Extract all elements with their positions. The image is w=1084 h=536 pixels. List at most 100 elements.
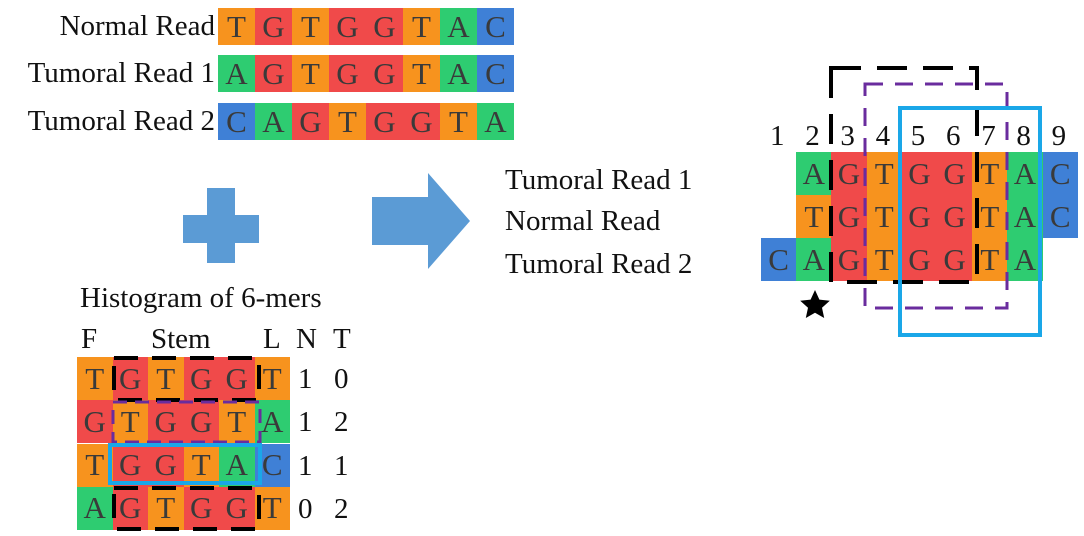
purple-dashed-box: [863, 82, 1009, 310]
base-G: G: [366, 55, 403, 92]
base-A: A: [440, 8, 477, 45]
plus-icon: [183, 188, 259, 263]
count-tumor: 2: [334, 492, 349, 525]
blue-solid-box: [898, 106, 1042, 337]
base-G: G: [831, 238, 867, 281]
read-label: Normal Read: [59, 10, 215, 42]
star-icon: [800, 290, 830, 318]
base-C: C: [1042, 152, 1078, 195]
base-T: T: [218, 8, 255, 45]
base-G: G: [901, 195, 937, 238]
base-G: G: [937, 152, 973, 195]
count-normal: 0: [298, 492, 313, 525]
base-T: T: [219, 400, 255, 444]
base-G: G: [329, 55, 366, 92]
base-G: G: [112, 357, 148, 400]
base-G: G: [901, 152, 937, 195]
base-T: T: [292, 8, 329, 45]
base-A: A: [1007, 195, 1043, 238]
align-label-normal: Normal Read: [505, 205, 661, 237]
base-T: T: [148, 357, 184, 400]
base-T: T: [329, 103, 366, 140]
position-number: 7: [981, 120, 996, 152]
base-G: G: [112, 486, 148, 530]
position-number: 4: [875, 120, 891, 152]
base-G: G: [148, 443, 184, 487]
base-G: G: [403, 103, 440, 140]
base-G: G: [937, 195, 973, 238]
base-A: A: [255, 103, 292, 140]
base-T: T: [796, 195, 832, 238]
histogram-title: Histogram of 6-mers: [80, 282, 322, 314]
header-stem: Stem: [151, 323, 211, 355]
header-normal: N: [296, 323, 317, 355]
arrow-right-icon: [372, 173, 470, 269]
base-G: G: [183, 357, 219, 400]
base-G: G: [831, 195, 867, 238]
base-T: T: [112, 400, 148, 444]
count-tumor: 0: [334, 363, 349, 395]
count-normal: 1: [298, 363, 313, 395]
count-tumor: 1: [334, 449, 349, 482]
base-G: G: [77, 400, 113, 444]
base-T: T: [183, 443, 219, 487]
base-T: T: [403, 8, 440, 45]
hist-box-row3: [108, 443, 262, 485]
position-number: 1: [770, 120, 785, 152]
base-A: A: [1007, 152, 1043, 195]
base-T: T: [866, 195, 902, 238]
base-A: A: [219, 443, 255, 487]
base-T: T: [77, 357, 113, 400]
count-normal: 1: [298, 449, 313, 482]
base-C: C: [477, 8, 514, 45]
base-C: C: [1042, 195, 1078, 238]
header-first: F: [81, 323, 98, 355]
base-C: C: [218, 103, 255, 140]
position-number: 8: [1016, 120, 1031, 152]
base-G: G: [937, 238, 973, 281]
position-number: 2: [805, 120, 820, 152]
base-G: G: [366, 8, 403, 45]
base-G: G: [148, 400, 184, 444]
base-A: A: [796, 238, 832, 281]
base-G: G: [219, 357, 255, 400]
position-number: 9: [1051, 120, 1067, 152]
base-T: T: [77, 443, 113, 487]
base-A: A: [796, 152, 832, 195]
base-A: A: [1007, 238, 1043, 281]
base-G: G: [255, 55, 292, 92]
base-G: G: [183, 400, 219, 444]
base-G: G: [219, 486, 255, 530]
base-T: T: [866, 238, 902, 281]
count-tumor: 2: [334, 406, 349, 439]
align-label-tumoral-2: Tumoral Read 2: [505, 248, 693, 280]
base-G: G: [183, 486, 219, 530]
position-number: 3: [840, 120, 855, 152]
base-T: T: [148, 486, 184, 530]
hist-box-row1: [112, 356, 261, 402]
base-T: T: [292, 55, 329, 92]
align-label-tumoral-1: Tumoral Read 1: [505, 164, 693, 196]
base-G: G: [366, 103, 403, 140]
position-number: 5: [910, 120, 926, 152]
read-label: Tumoral Read 2: [27, 105, 215, 137]
count-normal: 1: [298, 406, 313, 439]
position-number: 6: [946, 120, 961, 152]
base-G: G: [255, 8, 292, 45]
hist-box-row4: [112, 486, 261, 531]
base-G: G: [831, 152, 867, 195]
hist-box-row2: [111, 400, 262, 444]
header-last: L: [263, 323, 281, 355]
base-T: T: [440, 103, 477, 140]
base-G: G: [112, 443, 148, 487]
base-C: C: [761, 238, 797, 281]
black-dashed-box: [829, 66, 979, 284]
header-tumor: T: [333, 323, 351, 355]
base-A: A: [218, 55, 255, 92]
base-G: G: [901, 238, 937, 281]
base-T: T: [403, 55, 440, 92]
base-G: G: [329, 8, 366, 45]
base-A: A: [477, 103, 514, 140]
